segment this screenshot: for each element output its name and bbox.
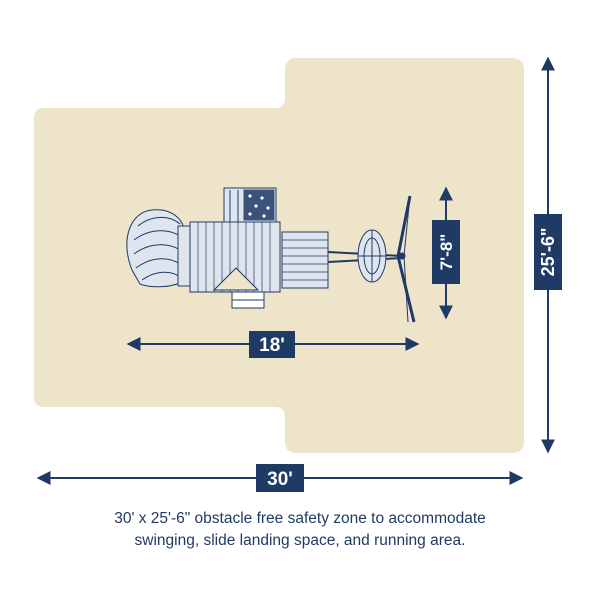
depth-label: 25'-6" [538, 228, 558, 277]
web-swing [357, 229, 387, 283]
tube-slide [126, 209, 185, 288]
playset-length-dimension: 18' [126, 331, 420, 358]
playset-width-label: 7'-8" [437, 234, 456, 271]
main-deck [189, 221, 281, 309]
caption: 30' x 25'-6" obstacle free safety zone t… [20, 508, 580, 552]
caption-line-1: 30' x 25'-6" obstacle free safety zone t… [114, 510, 486, 527]
caption-line-2: swinging, slide landing space, and runni… [134, 532, 466, 549]
depth-dimension: 25'-6" [534, 56, 562, 454]
playset-length-label: 18' [259, 335, 285, 356]
playset-structure [126, 187, 416, 323]
width-dimension: 30' [36, 464, 524, 492]
width-label: 30' [267, 469, 293, 490]
climbing-wall [223, 187, 277, 223]
playset-width-dimension: 7'-8" [432, 186, 460, 320]
bridge [281, 231, 329, 289]
